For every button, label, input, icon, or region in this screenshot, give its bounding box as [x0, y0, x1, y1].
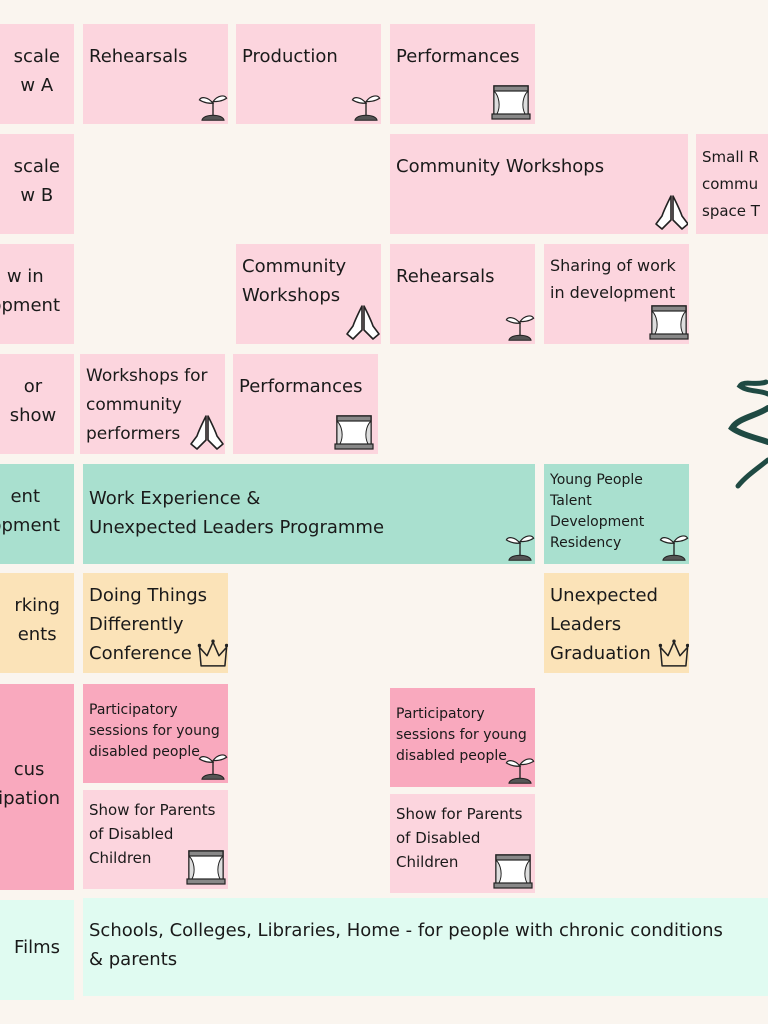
- row-label-community-show: or show: [0, 354, 74, 454]
- row-label-films: Films: [0, 900, 74, 1000]
- praying-hands-icon: [652, 192, 688, 232]
- card-community-workshops-c: Community Workshops: [236, 244, 381, 344]
- sprout-icon: [503, 751, 535, 785]
- crown-icon: [657, 637, 689, 671]
- card-community-workshops-b: Community Workshops: [390, 134, 688, 234]
- row-label-networking-events: rking ents: [0, 573, 74, 673]
- card-schools-colleges-libraries: Schools, Colleges, Libraries, Home - for…: [83, 898, 768, 996]
- card-production: Production: [236, 24, 381, 124]
- card-participatory-sessions-2: Participatory sessions for young disable…: [390, 688, 535, 787]
- theatre-stage-icon: [334, 412, 374, 452]
- card-rehearsals-c: Rehearsals: [390, 244, 535, 344]
- card-young-people-residency: Young People Talent Development Residenc…: [544, 464, 689, 564]
- theatre-stage-icon: [493, 851, 533, 891]
- card-rehearsals-a: Rehearsals: [83, 24, 228, 124]
- praying-hands-icon: [187, 412, 225, 452]
- card-show-for-parents-2: Show for Parents of Disabled Children: [390, 794, 535, 893]
- card-workshops-for-community-performers: Workshops for community performers: [80, 354, 225, 454]
- card-participatory-sessions-1: Participatory sessions for young disable…: [83, 684, 228, 783]
- sprout-icon: [503, 528, 535, 562]
- theatre-stage-icon: [186, 847, 226, 887]
- card-work-experience: Work Experience & Unexpected Leaders Pro…: [83, 464, 535, 564]
- card-unexpected-leaders-graduation: Unexpected Leaders Graduation: [544, 573, 689, 673]
- card-performances-a: Performances: [390, 24, 535, 124]
- card-small-room-community-space: Small R commu space T: [696, 134, 768, 234]
- row-label-focus-participation: cus ipation: [0, 684, 74, 890]
- theatre-stage-icon: [491, 82, 531, 122]
- theatre-stage-icon: [649, 302, 689, 342]
- row-label-talent-development: ent opment: [0, 464, 74, 564]
- card-performances-d: Performances: [233, 354, 378, 454]
- card-sharing-of-work: Sharing of work in development: [544, 244, 689, 344]
- sprout-icon: [196, 88, 228, 122]
- row-label-show-in-development: w in opment: [0, 244, 74, 344]
- decorative-brushstroke: [728, 379, 768, 489]
- sprout-icon: [657, 528, 689, 562]
- card-doing-things-differently: Doing Things Differently Conference: [83, 573, 228, 673]
- row-label-show-a: scale w A: [0, 24, 74, 124]
- card-show-for-parents-1: Show for Parents of Disabled Children: [83, 790, 228, 889]
- praying-hands-icon: [343, 302, 381, 342]
- row-label-show-b: scale w B: [0, 134, 74, 234]
- crown-icon: [196, 637, 228, 671]
- sprout-icon: [349, 88, 381, 122]
- sprout-icon: [196, 747, 228, 781]
- sprout-icon: [503, 308, 535, 342]
